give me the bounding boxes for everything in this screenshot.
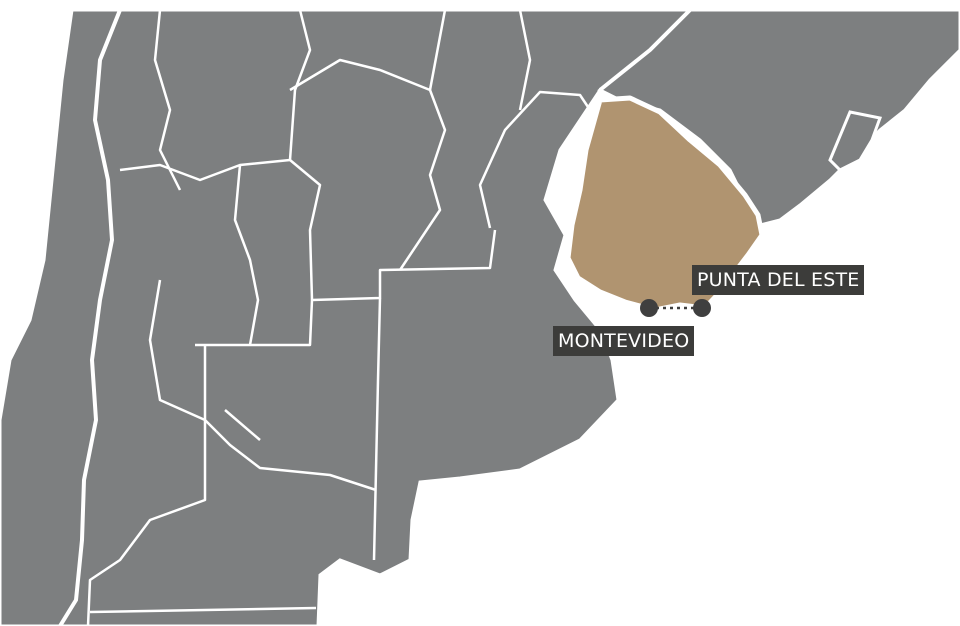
land-lagoon-strip xyxy=(828,110,883,172)
country-borders xyxy=(58,8,692,626)
city-marker-punta-del-este[interactable] xyxy=(693,299,711,317)
province-borders xyxy=(86,9,592,626)
land-uruguay xyxy=(565,95,765,313)
city-label-punta-del-este: PUNTA DEL ESTE xyxy=(692,265,865,295)
city-label-montevideo: MONTEVIDEO xyxy=(553,326,695,356)
city-marker-montevideo[interactable] xyxy=(640,299,658,317)
